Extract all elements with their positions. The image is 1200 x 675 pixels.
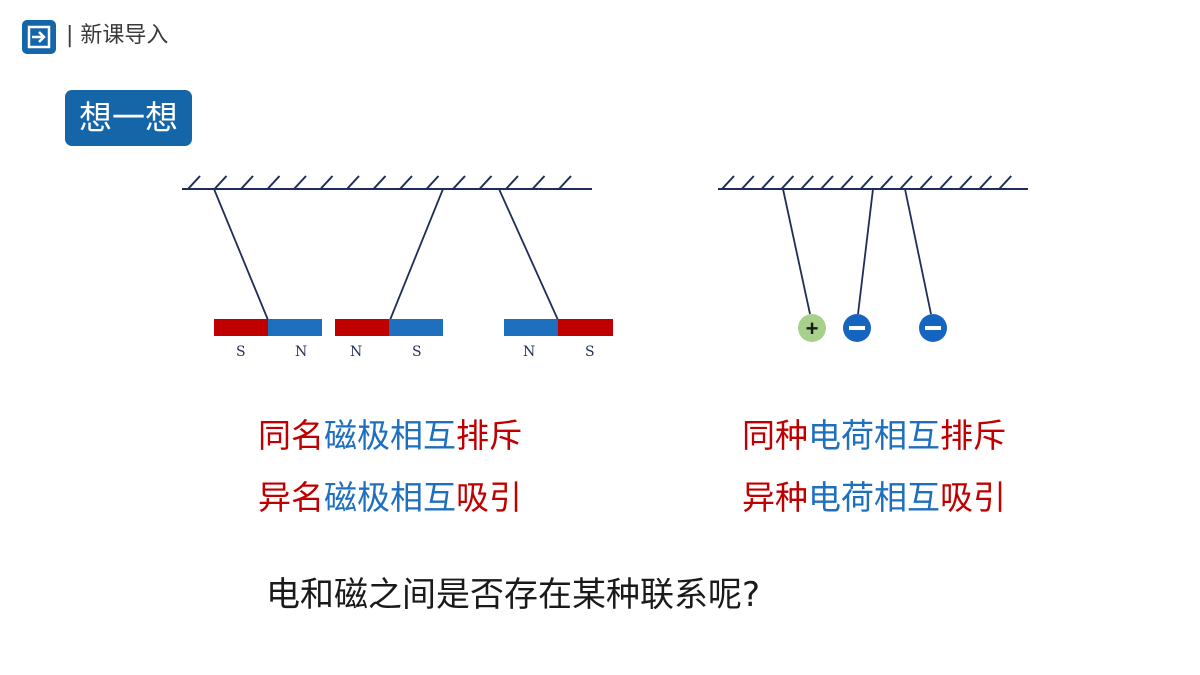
hatch-mark [425, 175, 440, 190]
magnet-rule-attract: 异名磁极相互吸引 [258, 478, 522, 518]
hatch-mark [240, 175, 254, 190]
hatch-mark [399, 175, 413, 190]
hatch-mark [879, 175, 894, 190]
hatch-mark [760, 175, 775, 190]
hatch-mark [187, 175, 201, 190]
rule-keyword: 异种 [742, 478, 808, 517]
magnet-c [504, 319, 613, 336]
pole-label: N [523, 344, 535, 360]
charge-rule-attract: 异种电荷相互吸引 [742, 478, 1006, 518]
magnet-rule-repel: 同名磁极相互排斥 [258, 416, 522, 456]
rule-action: 排斥 [456, 416, 522, 455]
hatch-mark [319, 175, 334, 190]
minus-sign-icon [925, 326, 941, 330]
charge-string-1 [782, 188, 811, 315]
hatch-mark [939, 175, 953, 190]
return-box-icon [22, 20, 56, 54]
hatch-mark [899, 175, 913, 190]
rule-subject: 磁极相互 [324, 478, 456, 517]
charge-rule-repel: 同种电荷相互排斥 [742, 416, 1006, 456]
charge-string-2 [857, 188, 874, 315]
rule-action: 吸引 [456, 478, 522, 517]
rule-keyword: 同种 [742, 416, 808, 455]
question-text: 电和磁之间是否存在某种联系呢? [266, 575, 761, 615]
hatch-mark [978, 175, 993, 190]
hatch-mark [721, 175, 735, 190]
hatch-mark [780, 175, 795, 190]
section-title: | 新课导入 [66, 23, 169, 48]
magnet-b [335, 319, 443, 336]
hatch-mark [372, 175, 387, 190]
rule-action: 吸引 [940, 478, 1006, 517]
hatch-mark [800, 175, 814, 190]
pole-label: S [412, 344, 422, 360]
negative-charge-ball [919, 314, 947, 342]
hatch-mark [840, 175, 854, 190]
charge-support-bar [718, 175, 1028, 190]
hatch-mark [266, 175, 281, 190]
rule-action: 排斥 [940, 416, 1006, 455]
hatch-mark [998, 175, 1012, 190]
hatch-mark [452, 175, 466, 190]
hatch-mark [531, 175, 546, 190]
positive-charge-ball: + [798, 314, 826, 342]
minus-sign-icon [849, 326, 865, 330]
magnet-string-a [213, 188, 269, 321]
hatch-mark [741, 175, 755, 190]
charge-sign: + [806, 316, 819, 341]
rule-keyword: 同名 [258, 416, 324, 455]
rule-subject: 磁极相互 [324, 416, 456, 455]
rule-subject: 电荷相互 [808, 478, 940, 517]
magnet-string-c [498, 188, 559, 321]
hatch-mark [346, 175, 360, 190]
pole-label: N [350, 344, 362, 360]
hatch-mark [213, 175, 228, 190]
pole-label: S [585, 344, 595, 360]
hatch-mark [505, 175, 519, 190]
rule-keyword: 异名 [258, 478, 324, 517]
pole-label: S [236, 344, 246, 360]
hatch-mark [558, 175, 572, 190]
pole-label: N [295, 344, 307, 360]
negative-charge-ball [843, 314, 871, 342]
magnet-a [214, 319, 322, 336]
rule-subject: 电荷相互 [808, 416, 940, 455]
hatch-mark [919, 175, 933, 190]
magnet-string-b [389, 188, 444, 321]
hatch-mark [820, 175, 834, 190]
magnet-support-bar [182, 175, 592, 190]
hatch-mark [859, 175, 874, 190]
charge-string-3 [904, 188, 932, 315]
hatch-mark [293, 175, 307, 190]
hatch-mark [958, 175, 973, 190]
think-badge: 想一想 [65, 90, 192, 146]
hatch-mark [478, 175, 493, 190]
